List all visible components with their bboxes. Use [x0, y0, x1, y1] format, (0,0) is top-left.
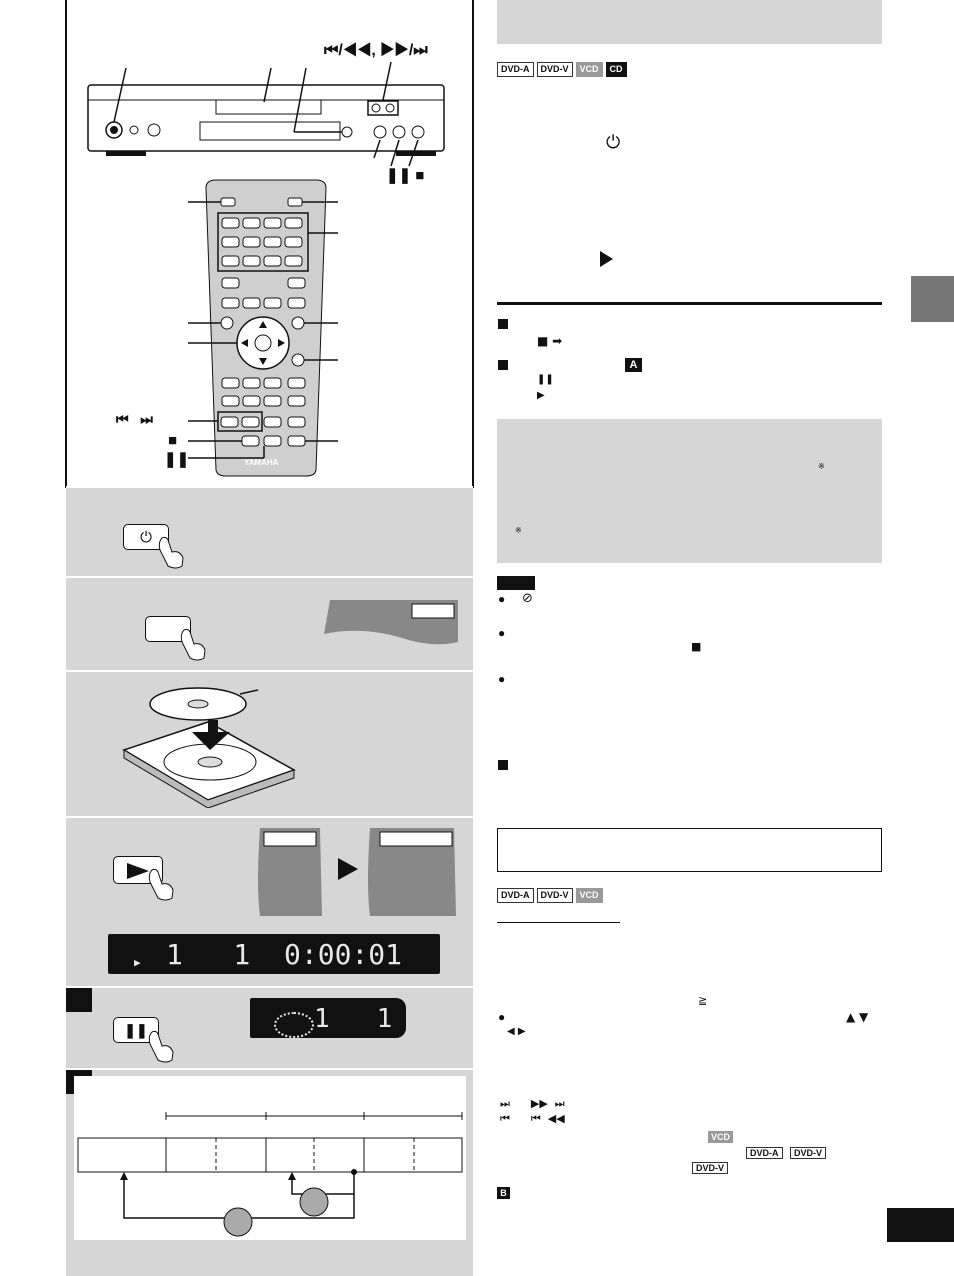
badge-dvd-v: DVD-V [536, 62, 573, 77]
badge-dvd-a: DVD-A [497, 62, 534, 77]
info-box [497, 419, 882, 563]
badge-dvd-a: DVD-A [746, 1147, 783, 1159]
play-small-icon: ▶ [537, 390, 545, 401]
power-icon: ⏻ [140, 528, 152, 546]
subheading-underline [497, 922, 620, 923]
marker-a: A [625, 358, 642, 372]
badge-cd: CD [605, 62, 627, 77]
display-time-readout: 1 1 0:00:01 [166, 938, 403, 971]
yamaha-logo: YAMAHA [244, 458, 279, 467]
power-icon: ⏻ [606, 132, 621, 153]
chapter-skip-diagram [74, 1076, 466, 1240]
prohibited-icon: ⊘ [522, 591, 533, 606]
stop-icon: ■ [691, 640, 702, 653]
gte-symbol: ≧ [698, 994, 708, 1007]
hand-icon [148, 1030, 174, 1063]
section-header-bar [497, 0, 882, 44]
side-tab [911, 276, 954, 322]
bullet-dot: ● [498, 672, 506, 686]
pause-icon: ❚❚ [537, 374, 554, 385]
bullet-square [498, 319, 508, 329]
marker-b: B [497, 1187, 510, 1199]
fl-display: ▶ 1 1 0:00:01 [108, 934, 440, 974]
step-a-marker [66, 988, 92, 1012]
arrows-left-right-icon: ◀ ▶ [507, 1026, 526, 1037]
remote-stop-label: ■ [168, 432, 178, 449]
step-3-panel [66, 670, 473, 816]
bullet-square [498, 760, 508, 770]
bullet-dot: ● [498, 1010, 506, 1024]
badge-dvd-a: DVD-A [497, 888, 534, 903]
player-and-remote-diagram [87, 61, 445, 477]
disc-tray-illustration [122, 687, 296, 808]
hand-icon [148, 868, 174, 901]
pause-stop-label: ❚❚ ■ [386, 167, 425, 184]
pause-display: 1 1 [250, 998, 406, 1038]
hand-icon [180, 628, 206, 661]
remote-skip-label: ⏮ ⏭ [116, 411, 153, 427]
skip-back-icons: ⏮ ⏮ ◀◀ [500, 1112, 565, 1125]
badge-vcd: VCD [708, 1131, 734, 1143]
bullet-dot: ● [498, 626, 506, 640]
badge-dvd-v: DVD-V [790, 1147, 827, 1159]
note-heading-bar [497, 576, 535, 590]
footnote-mark: ※ [818, 462, 825, 471]
badge-dvd-v: DVD-V [536, 888, 573, 903]
badge-dvd-v: DVD-V [692, 1162, 729, 1174]
skip-forward-icons: ⏭ ▶▶ ⏭ [500, 1097, 565, 1110]
play-icon [600, 251, 613, 267]
skip-search-label: ⏮/◀◀, ▶▶/⏭ [324, 42, 428, 59]
display-open-illustration [324, 600, 458, 645]
page-number-tab [887, 1208, 954, 1242]
remote-pause-label: ❚❚ [164, 451, 190, 468]
arrow-right-icon [338, 858, 358, 880]
arrows-up-down-icon: ▲ ▼ [846, 1010, 869, 1024]
pause-indicator-ring [274, 1012, 314, 1038]
bullet-square [498, 360, 508, 370]
footnote-mark: ※ [515, 526, 522, 535]
hand-icon [158, 536, 184, 569]
tv-screen-before [258, 828, 322, 916]
pause-display-readout: 1 1 [314, 1004, 393, 1034]
section-title-box [497, 828, 882, 872]
section-rule [497, 302, 882, 305]
tv-screen-after [368, 828, 456, 916]
bullet-dot: ● [498, 592, 506, 606]
badge-vcd: VCD [575, 62, 603, 77]
play-icon [127, 863, 149, 880]
stop-arrow-line: ■ ➡ [537, 334, 563, 348]
play-indicator: ▶ [134, 956, 141, 969]
badge-vcd: VCD [575, 888, 603, 903]
